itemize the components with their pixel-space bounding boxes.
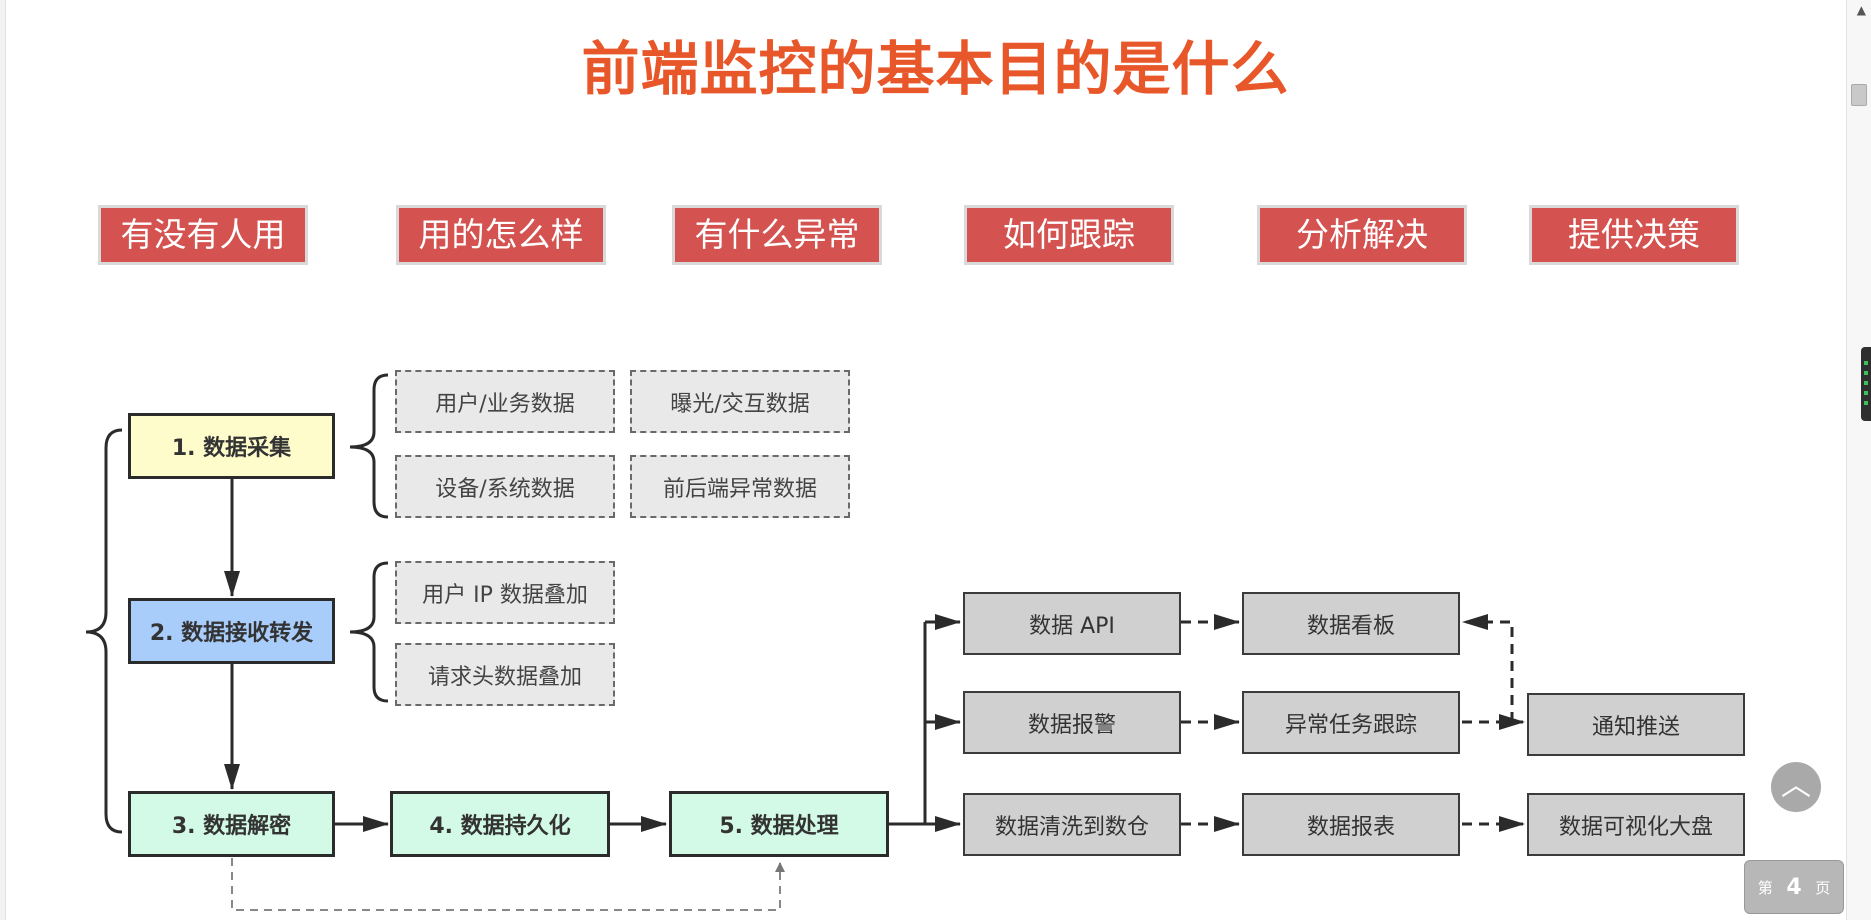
scroll-up-arrow-icon[interactable]: ▲ <box>1856 3 1866 17</box>
output-data-alarm: 数据报警 <box>963 691 1181 754</box>
goal-box: 如何跟踪 <box>964 205 1174 265</box>
brace-receive <box>349 561 389 703</box>
left-edge <box>0 0 6 920</box>
goal-box: 有没有人用 <box>98 205 308 265</box>
step-data-persist: 4. 数据持久化 <box>390 791 610 857</box>
collect-item: 曝光/交互数据 <box>630 370 850 433</box>
collect-item: 设备/系统数据 <box>395 455 615 518</box>
step-data-decrypt: 3. 数据解密 <box>128 791 335 857</box>
page-prefix: 第 <box>1757 878 1773 897</box>
dashed-decrypt-process <box>231 858 785 911</box>
step-data-process: 5. 数据处理 <box>669 791 889 857</box>
chevron-up-icon: ︿ <box>1781 768 1811 803</box>
output-data-api: 数据 API <box>963 592 1181 655</box>
goal-box: 用的怎么样 <box>396 205 606 265</box>
arrow-notify-board <box>1462 614 1514 722</box>
collect-item: 用户/业务数据 <box>395 370 615 433</box>
step-data-collect: 1. 数据采集 <box>128 413 335 479</box>
page-indicator: 第 4 页 <box>1744 860 1844 914</box>
brace-left-main <box>85 428 123 834</box>
output-exception-track: 异常任务跟踪 <box>1242 691 1460 754</box>
output-notify-push: 通知推送 <box>1527 693 1745 756</box>
goal-box: 提供决策 <box>1529 205 1739 265</box>
output-data-report: 数据报表 <box>1242 793 1460 856</box>
page-suffix: 页 <box>1815 878 1831 897</box>
step-data-receive: 2. 数据接收转发 <box>128 598 335 664</box>
output-visual-bigscreen: 数据可视化大盘 <box>1527 793 1745 856</box>
output-data-clean: 数据清洗到数仓 <box>963 793 1181 856</box>
collect-item: 前后端异常数据 <box>630 455 850 518</box>
brace-collect <box>349 373 389 519</box>
goal-box: 有什么异常 <box>672 205 882 265</box>
scrollbar-thumb[interactable] <box>1851 84 1867 106</box>
fork-process-outputs <box>889 622 927 826</box>
output-data-board: 数据看板 <box>1242 592 1460 655</box>
receive-item: 用户 IP 数据叠加 <box>395 561 615 624</box>
receive-item: 请求头数据叠加 <box>395 643 615 706</box>
vertical-scrollbar[interactable]: ▲ <box>1846 0 1871 920</box>
page-title: 前端监控的基本目的是什么 <box>581 35 1290 103</box>
page-number: 4 <box>1786 874 1802 900</box>
side-mini-panel[interactable] <box>1861 347 1871 421</box>
scroll-to-top-button[interactable]: ︿ <box>1771 762 1821 812</box>
goal-box: 分析解决 <box>1257 205 1467 265</box>
